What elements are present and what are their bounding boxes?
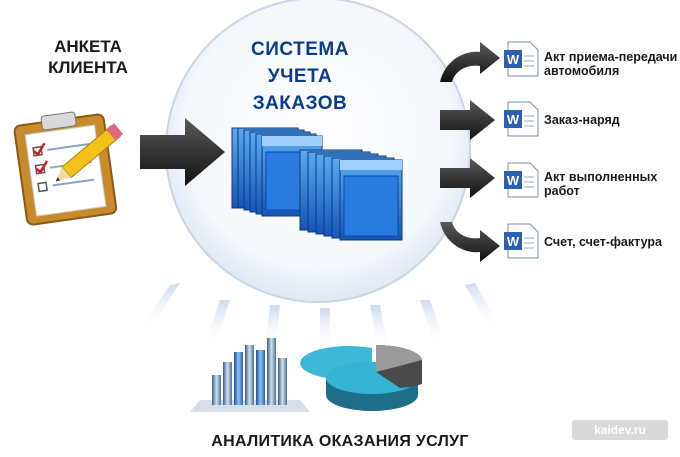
- curved-arrow-up: [440, 42, 500, 82]
- pie-chart-icon: [300, 344, 422, 411]
- clipboard-icon: [13, 111, 124, 226]
- document-label-1: Акт приема-передачи автомобиля: [544, 50, 677, 78]
- document-label-1-line1: Акт приема-передачи: [544, 50, 678, 64]
- word-document-icons: W W W W: [504, 41, 539, 259]
- document-label-3: Акт выполненных работ: [544, 170, 657, 198]
- curved-arrow-down: [440, 222, 500, 262]
- svg-text:W: W: [507, 112, 520, 127]
- system-title-line3: ЗАКАЗОВ: [252, 93, 348, 114]
- watermark: kaidev.ru: [572, 420, 668, 440]
- document-label-4-line1: Счет, счет-фактура: [544, 235, 662, 249]
- input-arrow: [140, 118, 225, 186]
- document-label-2: Заказ-наряд: [544, 113, 620, 127]
- document-label-2-line1: Заказ-наряд: [544, 113, 620, 127]
- pencil-icon: [55, 123, 124, 182]
- output-arrows: [440, 42, 500, 262]
- arrow-right-3: [440, 158, 495, 198]
- system-title: СИСТЕМА УЧЕТА ЗАКАЗОВ: [225, 36, 375, 117]
- svg-text:W: W: [507, 173, 520, 188]
- document-label-3-line2: работ: [544, 184, 580, 198]
- arrow-right-2: [440, 100, 495, 140]
- client-form-title: АНКЕТА КЛИЕНТА: [38, 36, 138, 78]
- svg-text:W: W: [507, 234, 520, 249]
- client-form-title-line1: АНКЕТА: [54, 37, 122, 56]
- system-title-line2: УЧЕТА: [267, 66, 333, 87]
- analytics-title: АНАЛИТИКА ОКАЗАНИЯ УСЛУГ: [211, 433, 469, 450]
- svg-text:W: W: [507, 52, 520, 67]
- document-label-1-line2: автомобиля: [544, 64, 620, 78]
- client-form-title-line2: КЛИЕНТА: [48, 58, 128, 77]
- bar-chart-icon: [190, 338, 310, 412]
- windows-stack-icon: [231, 127, 403, 241]
- system-title-line1: СИСТЕМА: [251, 39, 349, 60]
- document-label-4: Счет, счет-фактура: [544, 235, 662, 249]
- light-rays: [140, 283, 500, 350]
- document-label-3-line1: Акт выполненных: [544, 170, 658, 184]
